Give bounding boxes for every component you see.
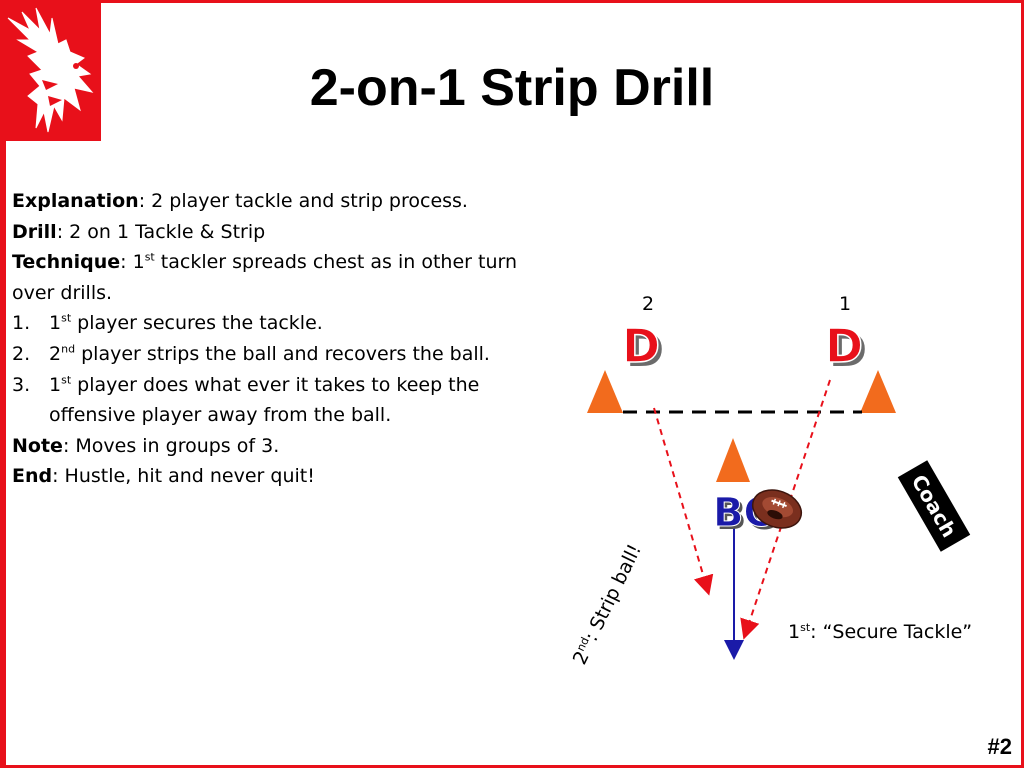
defender-2-shadow: D [626, 323, 664, 377]
defender-1-shadow: D [829, 323, 867, 377]
football-icon [751, 489, 803, 529]
defender-2-letter: D [622, 319, 660, 373]
technique-pre: : 1 [120, 251, 145, 274]
cone-icon [860, 370, 896, 413]
list-item: 1. 1st player secures the tackle. [12, 308, 557, 339]
list-item-text: player does what ever it takes to keep t… [49, 373, 480, 427]
tackle-callout: 1st: “Secure Tackle” [788, 621, 972, 643]
list-item-sup: st [61, 312, 72, 326]
end-line: End: Hustle, hit and never quit! [12, 461, 557, 492]
tackle-callout-pre: 1 [788, 621, 800, 643]
technique-text: tackler spreads chest as in other turn o… [12, 251, 518, 304]
list-item-pre: 1 [49, 312, 62, 335]
list-item-pre: 2 [49, 342, 62, 365]
coach-box [897, 460, 971, 552]
defender-2-route [653, 407, 714, 596]
defender-1-number: 1 [839, 293, 851, 315]
note-line: Note: Moves in groups of 3. [12, 431, 557, 462]
strip-callout-sup: nd [574, 635, 592, 653]
defender-2-number: 2 [642, 293, 654, 315]
list-item: 3. 1st player does what ever it takes to … [12, 370, 557, 431]
drill-description: Explanation: 2 player tackle and strip p… [12, 186, 557, 492]
slide-number: #2 [987, 734, 1012, 759]
technique-line: Technique: 1st tackler spreads chest as … [12, 247, 557, 308]
svg-text:2nd: Strip ball!: 2nd: Strip ball! [569, 541, 646, 668]
note-text: : Moves in groups of 3. [62, 434, 280, 457]
technique-label: Technique [12, 251, 121, 274]
strip-callout-text: : Strip ball! [580, 541, 646, 645]
defender-1-letter: D [825, 319, 863, 373]
list-item-sup: st [61, 373, 72, 387]
end-text: : Hustle, hit and never quit! [52, 465, 315, 488]
end-label: End [12, 465, 53, 488]
drill-text: : 2 on 1 Tackle & Strip [56, 220, 266, 243]
list-item-number: 2. [12, 342, 31, 365]
cone-icon [587, 370, 623, 413]
drill-label: Drill [12, 220, 57, 243]
list-item-pre: 1 [49, 373, 62, 396]
list-item-text: player secures the tackle. [71, 312, 323, 335]
coach-marker: Coach [897, 460, 971, 552]
list-item: 2. 2nd player strips the ball and recover… [12, 339, 557, 370]
list-item-text: player strips the ball and recovers the … [75, 342, 490, 365]
defender-1: D D [824, 318, 867, 377]
explanation-label: Explanation [12, 190, 139, 212]
cone-icon [716, 438, 750, 482]
tackle-callout-sup: st [800, 621, 811, 634]
left-border-bar [0, 141, 6, 768]
list-item-number: 1. [12, 312, 31, 335]
note-label: Note [12, 434, 63, 457]
list-item-sup: nd [61, 342, 76, 356]
hawk-logo [0, 0, 101, 141]
technique-sup: st [144, 250, 155, 264]
strip-callout: 2nd: Strip ball! [569, 541, 646, 668]
drill-line: Drill: 2 on 1 Tackle & Strip [12, 217, 557, 248]
tackle-callout-text: : “Secure Tackle” [810, 621, 972, 643]
explanation-line: Explanation: 2 player tackle and strip p… [12, 186, 557, 217]
explanation-text: : 2 player tackle and strip process. [138, 190, 468, 212]
list-item-number: 3. [12, 373, 31, 396]
slide-title: 2-on-1 Strip Drill [309, 59, 715, 117]
defender-2: D D [621, 318, 664, 377]
